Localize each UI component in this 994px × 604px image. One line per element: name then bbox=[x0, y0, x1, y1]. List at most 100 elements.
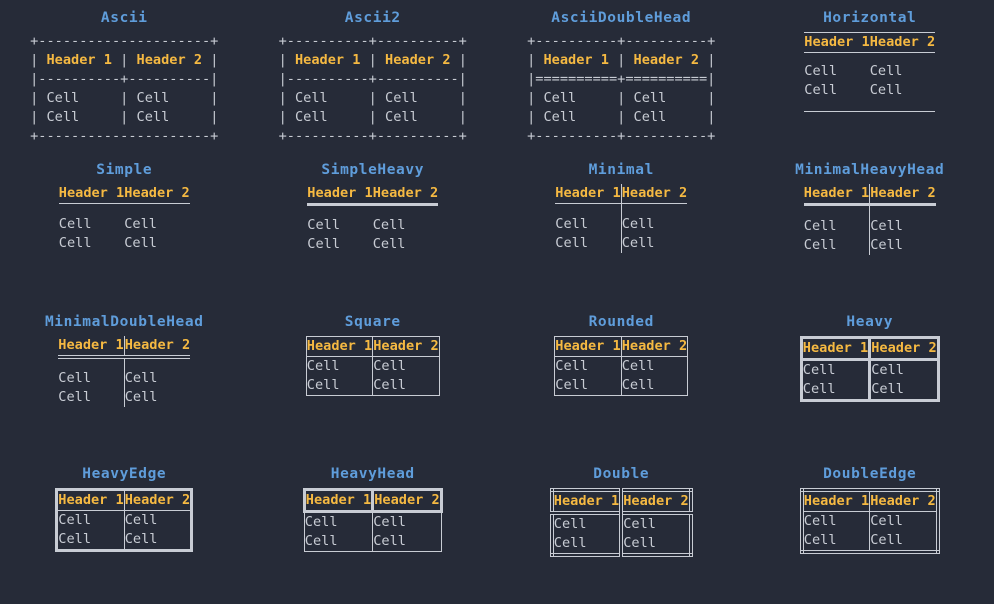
border-text: | bbox=[210, 90, 218, 106]
styled-table: Header 1Header 2CellCellCellCell bbox=[550, 488, 693, 557]
box-style-ascii: Ascii+---------------------+ | Header 1 … bbox=[0, 0, 249, 152]
border-text: +---------------------+ bbox=[30, 33, 218, 49]
table-cell-2: Cell bbox=[373, 512, 441, 533]
column-header-1: Header 1 bbox=[802, 490, 870, 512]
box-style-title: Ascii bbox=[101, 8, 148, 28]
box-style-heavyhead: HeavyHeadHeader 1Header 2CellCellCellCel… bbox=[249, 456, 498, 604]
table-cell-1: Cell bbox=[306, 357, 372, 377]
border-text: | bbox=[279, 109, 287, 125]
border-text: +----------+----------+ bbox=[279, 33, 467, 49]
table-row: CellCell bbox=[801, 360, 938, 381]
box-style-title: Double bbox=[593, 464, 649, 484]
box-style-title: Heavy bbox=[846, 312, 893, 332]
cell-text: Cell bbox=[287, 90, 369, 106]
border-text: +---------------------+ bbox=[30, 128, 218, 144]
border-text: | bbox=[707, 109, 715, 125]
table-cell-2: Cell bbox=[621, 513, 690, 534]
table-cell-2: Cell bbox=[870, 81, 935, 112]
table-row: CellCell bbox=[304, 532, 441, 552]
column-header-1: Header 1 bbox=[801, 338, 869, 360]
column-header-1: Header 1 bbox=[304, 490, 372, 512]
cell-text: Cell bbox=[625, 109, 707, 125]
table-row: CellCell bbox=[552, 534, 691, 555]
table-cell-2: Cell bbox=[621, 204, 687, 235]
table-row: CellCell bbox=[57, 511, 192, 531]
styled-table: Header 1Header 2CellCellCellCell bbox=[307, 184, 438, 254]
border-text: | bbox=[369, 109, 377, 125]
table-row: CellCell bbox=[306, 376, 439, 396]
table-header-row: Header 1Header 2 bbox=[307, 184, 438, 205]
table-cell-1: Cell bbox=[801, 380, 869, 401]
table-cell-1: Cell bbox=[304, 512, 372, 533]
column-header-1: Header 1 bbox=[555, 337, 621, 357]
border-text: |----------+----------| bbox=[30, 71, 218, 87]
box-style-title: Square bbox=[345, 312, 401, 332]
box-style-title: MinimalDoubleHead bbox=[45, 312, 204, 332]
box-style-title: Ascii2 bbox=[345, 8, 401, 28]
styled-table: Header 1Header 2CellCellCellCell bbox=[555, 184, 687, 253]
box-style-doubleedge: DoubleEdgeHeader 1Header 2CellCellCellCe… bbox=[746, 456, 994, 604]
table-cell-2: Cell bbox=[870, 236, 936, 255]
box-style-title: Minimal bbox=[589, 160, 654, 180]
table-cell-2: Cell bbox=[124, 357, 190, 388]
table-row: CellCell bbox=[57, 530, 192, 551]
column-header-2: Header 2 bbox=[870, 184, 936, 205]
table-cell-2: Cell bbox=[124, 234, 189, 253]
box-style-minimal: MinimalHeader 1Header 2CellCellCellCell bbox=[497, 152, 746, 304]
table-cell-1: Cell bbox=[802, 512, 870, 532]
border-text: | bbox=[369, 90, 377, 106]
column-header-1: Header 1 bbox=[804, 184, 870, 205]
table-cell-2: Cell bbox=[373, 532, 441, 552]
table-cell-1: Cell bbox=[552, 513, 621, 534]
table-cell-1: Cell bbox=[555, 376, 621, 396]
table-row: CellCell bbox=[59, 234, 190, 253]
column-header-1: Header 1 bbox=[552, 490, 621, 513]
box-style-title: Rounded bbox=[589, 312, 654, 332]
column-header-2: Header 2 bbox=[870, 490, 938, 512]
table-cell-1: Cell bbox=[306, 376, 372, 396]
column-header-1: Header 1 bbox=[58, 336, 124, 357]
table-cell-1: Cell bbox=[555, 357, 621, 377]
box-style-heavy: HeavyHeader 1Header 2CellCellCellCell bbox=[746, 304, 994, 456]
table-row: CellCell bbox=[306, 357, 439, 377]
table-cell-2: Cell bbox=[124, 204, 189, 235]
box-style-title: MinimalHeavyHead bbox=[795, 160, 944, 180]
table-row: CellCell bbox=[801, 380, 938, 401]
styled-table: Header 1Header 2CellCellCellCell bbox=[303, 488, 443, 552]
border-text: | bbox=[279, 52, 287, 68]
box-style-title: DoubleEdge bbox=[823, 464, 916, 484]
box-style-horizontal: HorizontalHeader 1Header 2CellCellCellCe… bbox=[746, 0, 994, 152]
column-header-2: Header 2 bbox=[373, 337, 439, 357]
border-text: | bbox=[210, 109, 218, 125]
table-row: CellCell bbox=[555, 357, 688, 377]
box-style-title: HeavyHead bbox=[331, 464, 415, 484]
border-text: |----------+----------| bbox=[279, 71, 467, 87]
table-cell-2: Cell bbox=[373, 205, 438, 236]
styled-table: Header 1Header 2CellCellCellCell bbox=[55, 488, 193, 552]
header-text: Header 2 bbox=[128, 52, 210, 68]
box-style-simpleheavy: SimpleHeavyHeader 1Header 2CellCellCellC… bbox=[249, 152, 498, 304]
styled-table: Header 1Header 2CellCellCellCell bbox=[800, 488, 940, 554]
border-text: +----------+----------+ bbox=[279, 128, 467, 144]
table-header-row: Header 1Header 2 bbox=[555, 337, 688, 357]
table-row: CellCell bbox=[307, 235, 438, 254]
border-text: +----------+----------+ bbox=[527, 128, 715, 144]
column-header-2: Header 2 bbox=[870, 338, 938, 360]
table-cell-1: Cell bbox=[555, 234, 621, 253]
table-cell-1: Cell bbox=[555, 204, 621, 235]
table-cell-1: Cell bbox=[57, 530, 124, 551]
table-row: CellCell bbox=[804, 205, 936, 237]
column-header-2: Header 2 bbox=[124, 490, 191, 511]
table-cell-2: Cell bbox=[870, 360, 938, 381]
table-cell-2: Cell bbox=[621, 534, 690, 555]
cell-text: Cell bbox=[38, 109, 120, 125]
table-cell-1: Cell bbox=[307, 235, 372, 254]
table-row: CellCell bbox=[804, 236, 936, 255]
table-header-row: Header 1Header 2 bbox=[801, 338, 938, 360]
cell-text: Cell bbox=[38, 90, 120, 106]
ascii-table: +----------+----------+ | Header 1 | Hea… bbox=[279, 32, 467, 146]
styled-table: Header 1Header 2CellCellCellCell bbox=[800, 336, 940, 402]
table-cell-2: Cell bbox=[621, 376, 687, 396]
styled-table: Header 1Header 2CellCellCellCell bbox=[804, 32, 935, 112]
